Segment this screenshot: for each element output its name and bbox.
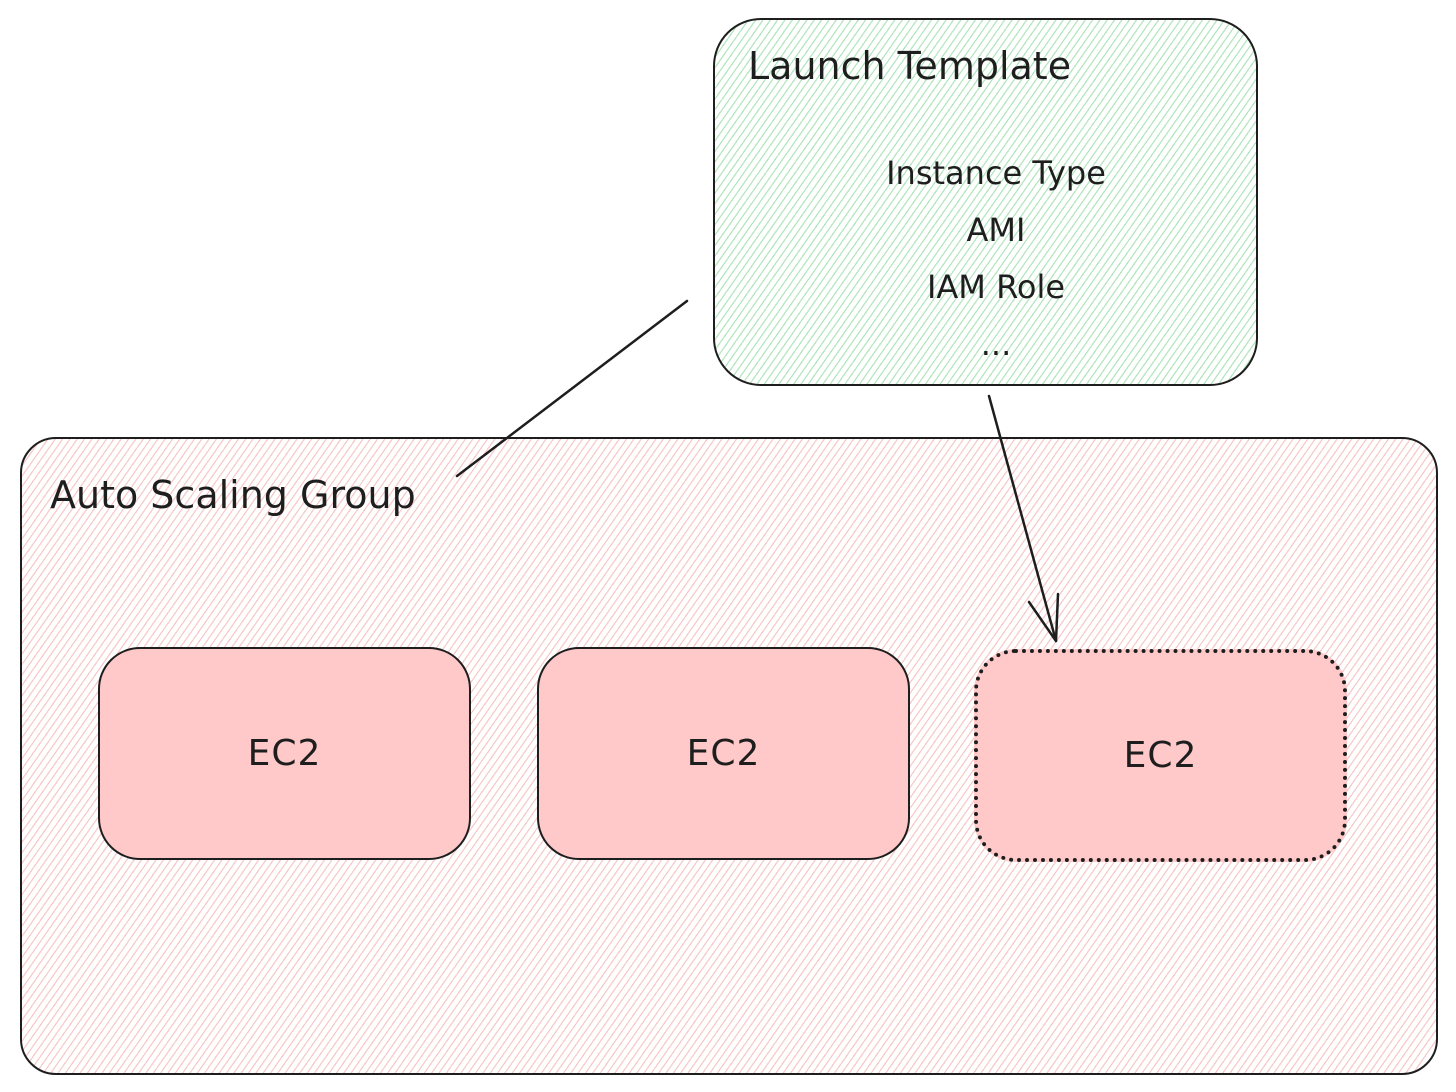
launch-template-item: IAM Role <box>926 268 1066 306</box>
ec2-instance-label: EC2 <box>247 733 322 774</box>
ec2-instance-box: EC2 <box>537 647 910 860</box>
launch-template-item-list: Instance Type AMI IAM Role ... <box>880 145 1112 373</box>
launch-template-box <box>713 18 1258 386</box>
auto-scaling-group-title: Auto Scaling Group <box>50 473 416 517</box>
launch-template-item: ... <box>980 325 1012 363</box>
ec2-instance-label: EC2 <box>686 733 761 774</box>
ec2-new-instance-box: EC2 <box>974 649 1347 862</box>
launch-template-item: AMI <box>966 211 1026 249</box>
ec2-instance-label: EC2 <box>1123 735 1198 776</box>
launch-template-item: Instance Type <box>886 154 1106 192</box>
ec2-instance-box: EC2 <box>98 647 471 860</box>
launch-template-title: Launch Template <box>748 44 1072 88</box>
